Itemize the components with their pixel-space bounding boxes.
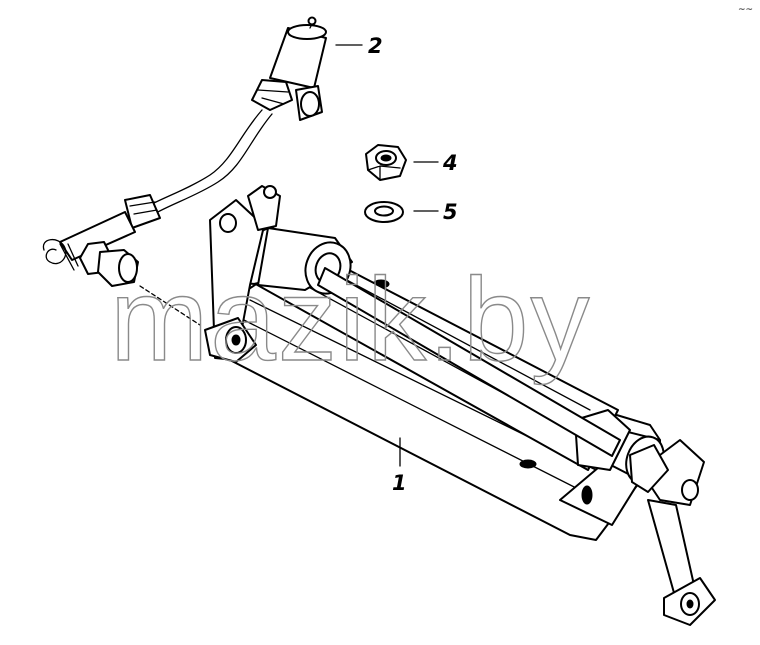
watermark-text: mazik.by (110, 254, 592, 386)
callout-4: 4 (413, 151, 458, 175)
part-2-sensor-assembly (42, 16, 327, 326)
part-1-front-lever (209, 199, 265, 361)
part-4-nut (365, 144, 407, 181)
part-5-washer (364, 201, 404, 223)
callout-1: 1 (392, 437, 407, 495)
part-1-rod (317, 267, 621, 457)
part-2-lower-sleeve (59, 211, 136, 261)
callout-1-label: 1 (392, 471, 407, 495)
part-1-cylinder-assembly (204, 185, 716, 626)
callout-2-label: 2 (368, 34, 383, 58)
part-2-tube (149, 109, 263, 206)
corner-mark: ~~ (738, 5, 753, 15)
part-2-clip (42, 239, 67, 265)
callout-4-label: 4 (442, 151, 458, 175)
callout-5: 5 (413, 200, 458, 224)
callout-2: 2 (335, 34, 383, 58)
callout-5-label: 5 (443, 200, 458, 224)
